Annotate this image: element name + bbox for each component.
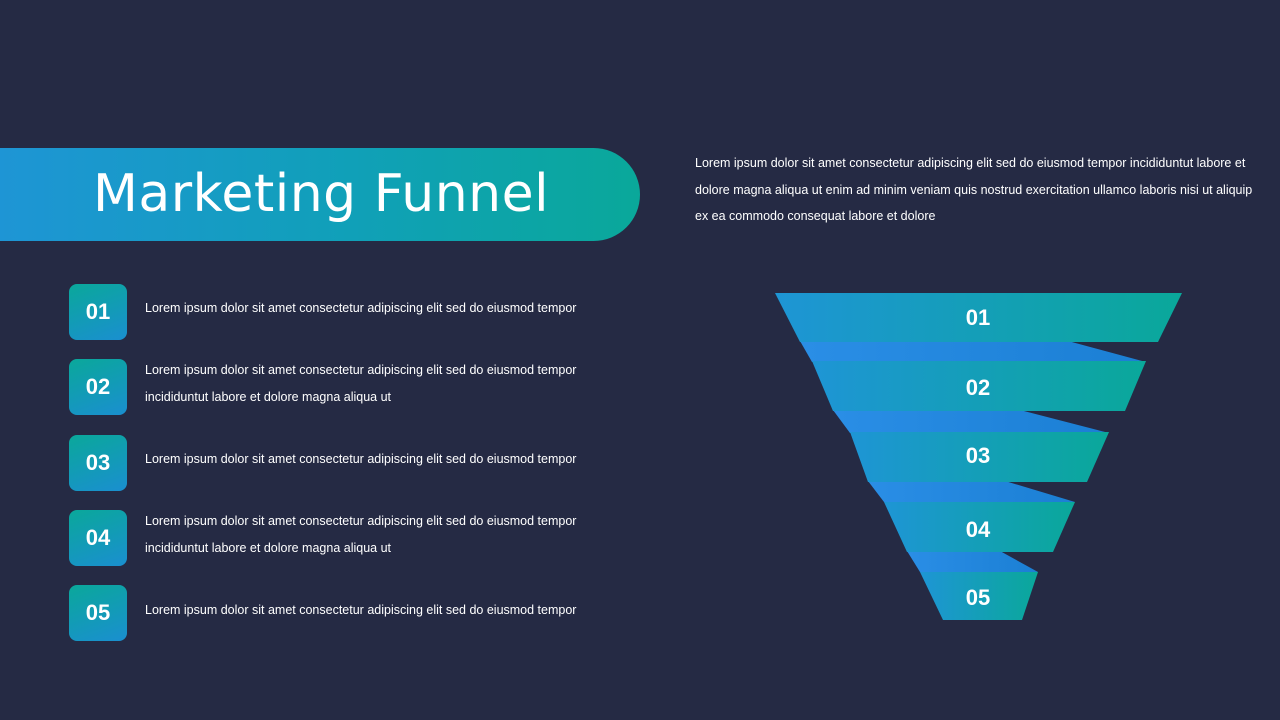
funnel-label-5: 05 bbox=[966, 585, 990, 610]
funnel-tier-4 bbox=[884, 502, 1075, 552]
step-item-04: 04 Lorem ipsum dolor sit amet consectetu… bbox=[69, 510, 629, 566]
step-description: Lorem ipsum dolor sit amet consectetur a… bbox=[145, 452, 577, 466]
step-number-badge: 03 bbox=[69, 435, 127, 491]
step-number-badge: 02 bbox=[69, 359, 127, 415]
step-number-badge: 04 bbox=[69, 510, 127, 566]
page-title: Marketing Funnel bbox=[93, 164, 550, 224]
step-item-01: 01 Lorem ipsum dolor sit amet consectetu… bbox=[69, 284, 629, 340]
funnel-label-4: 04 bbox=[966, 517, 991, 542]
funnel-connector-4 bbox=[907, 551, 1038, 572]
step-number-badge: 01 bbox=[69, 284, 127, 340]
funnel-connector-3 bbox=[868, 481, 1075, 502]
funnel-tier-3 bbox=[850, 432, 1109, 482]
step-description: Lorem ipsum dolor sit amet consectetur a… bbox=[145, 363, 577, 404]
funnel-label-1: 01 bbox=[966, 305, 990, 330]
step-item-02: 02 Lorem ipsum dolor sit amet consectetu… bbox=[69, 359, 629, 415]
funnel-tier-2 bbox=[812, 361, 1146, 411]
funnel-connector-2 bbox=[833, 410, 1109, 433]
title-banner bbox=[0, 148, 640, 241]
step-description: Lorem ipsum dolor sit amet consectetur a… bbox=[145, 603, 577, 617]
funnel-label-3: 03 bbox=[966, 443, 990, 468]
step-description: Lorem ipsum dolor sit amet consectetur a… bbox=[145, 514, 577, 555]
funnel-label-2: 02 bbox=[966, 375, 990, 400]
step-item-05: 05 Lorem ipsum dolor sit amet consectetu… bbox=[69, 585, 629, 641]
funnel-tier-1 bbox=[775, 293, 1182, 342]
step-number-badge: 05 bbox=[69, 585, 127, 641]
step-description: Lorem ipsum dolor sit amet consectetur a… bbox=[145, 301, 577, 315]
funnel-tier-5 bbox=[920, 572, 1038, 620]
intro-paragraph: Lorem ipsum dolor sit amet consectetur a… bbox=[695, 156, 1253, 223]
step-item-03: 03 Lorem ipsum dolor sit amet consectetu… bbox=[69, 435, 629, 491]
funnel-connector-1 bbox=[800, 341, 1146, 362]
